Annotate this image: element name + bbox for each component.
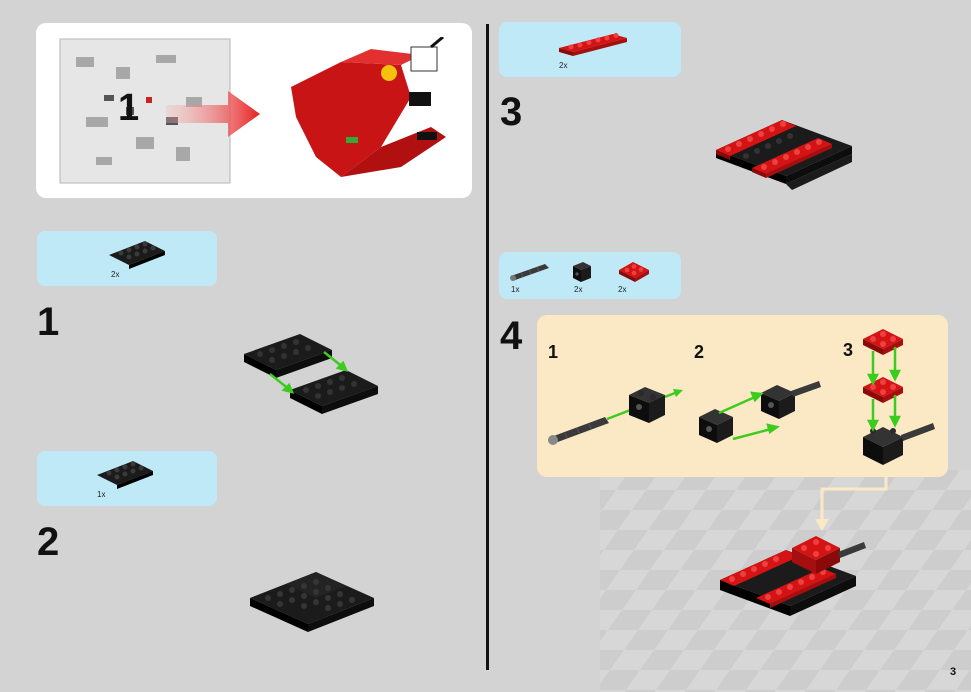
brick-a	[699, 409, 733, 443]
red-arrow-icon	[166, 91, 260, 137]
step2-parts-panel: 1x	[37, 451, 217, 506]
step4-part2-qty: 2x	[574, 285, 583, 294]
substep1-number: 1	[548, 342, 559, 362]
substep2-diagram	[699, 381, 821, 443]
axle-icon	[510, 264, 549, 281]
plate-lower	[290, 370, 378, 414]
red-plate-1x6-icon	[559, 33, 627, 56]
technic-brick	[629, 387, 665, 423]
page-number: 3	[950, 666, 957, 678]
brick-b-with-axle	[761, 381, 821, 419]
page-divider	[486, 24, 489, 670]
step4-part1-qty: 1x	[511, 285, 520, 294]
substep1-diagram	[548, 387, 683, 445]
bag-number: 1	[118, 87, 140, 129]
brick-pair-with-axle	[863, 423, 935, 465]
placed-subassembly	[792, 536, 866, 574]
subassembly-connector-arrow	[815, 477, 888, 531]
step2-part-qty: 1x	[97, 490, 106, 499]
step1-assembly-diagram	[244, 334, 378, 414]
step1-number: 1	[37, 300, 60, 344]
ferrari-model-preview-icon	[291, 37, 446, 177]
plate-upper	[244, 334, 332, 378]
red-plate-2x2-icon	[619, 262, 649, 282]
step3-part-qty: 2x	[559, 61, 568, 70]
step4-part3-qty: 2x	[618, 285, 627, 294]
step3-parts-panel: 2x	[499, 22, 681, 77]
substep3-diagram	[863, 329, 935, 465]
step4-number: 4	[500, 314, 523, 358]
red-plate-top	[863, 329, 903, 355]
step3-assembly-diagram	[716, 120, 852, 190]
step1-parts-panel: 2x	[37, 231, 217, 286]
intro-panel: 1	[36, 23, 472, 198]
step2-assembly-diagram	[250, 572, 374, 632]
step4-parts-panel: 1x 2x 2x	[499, 252, 681, 299]
substep2-number: 2	[694, 342, 705, 362]
step4-subassembly-panel: 1 2 3	[537, 315, 948, 477]
black-plate-2x4-icon	[97, 461, 153, 489]
step4-final-assembly-diagram	[720, 536, 866, 616]
black-plate-2x4-icon	[109, 241, 165, 269]
step3-number: 3	[500, 90, 523, 134]
step2-number: 2	[37, 520, 60, 564]
black-brick-1x2-technic-icon	[573, 262, 591, 282]
step1-part-qty: 2x	[111, 270, 120, 279]
red-plate-middle	[863, 377, 903, 403]
substep3-number: 3	[843, 340, 854, 360]
